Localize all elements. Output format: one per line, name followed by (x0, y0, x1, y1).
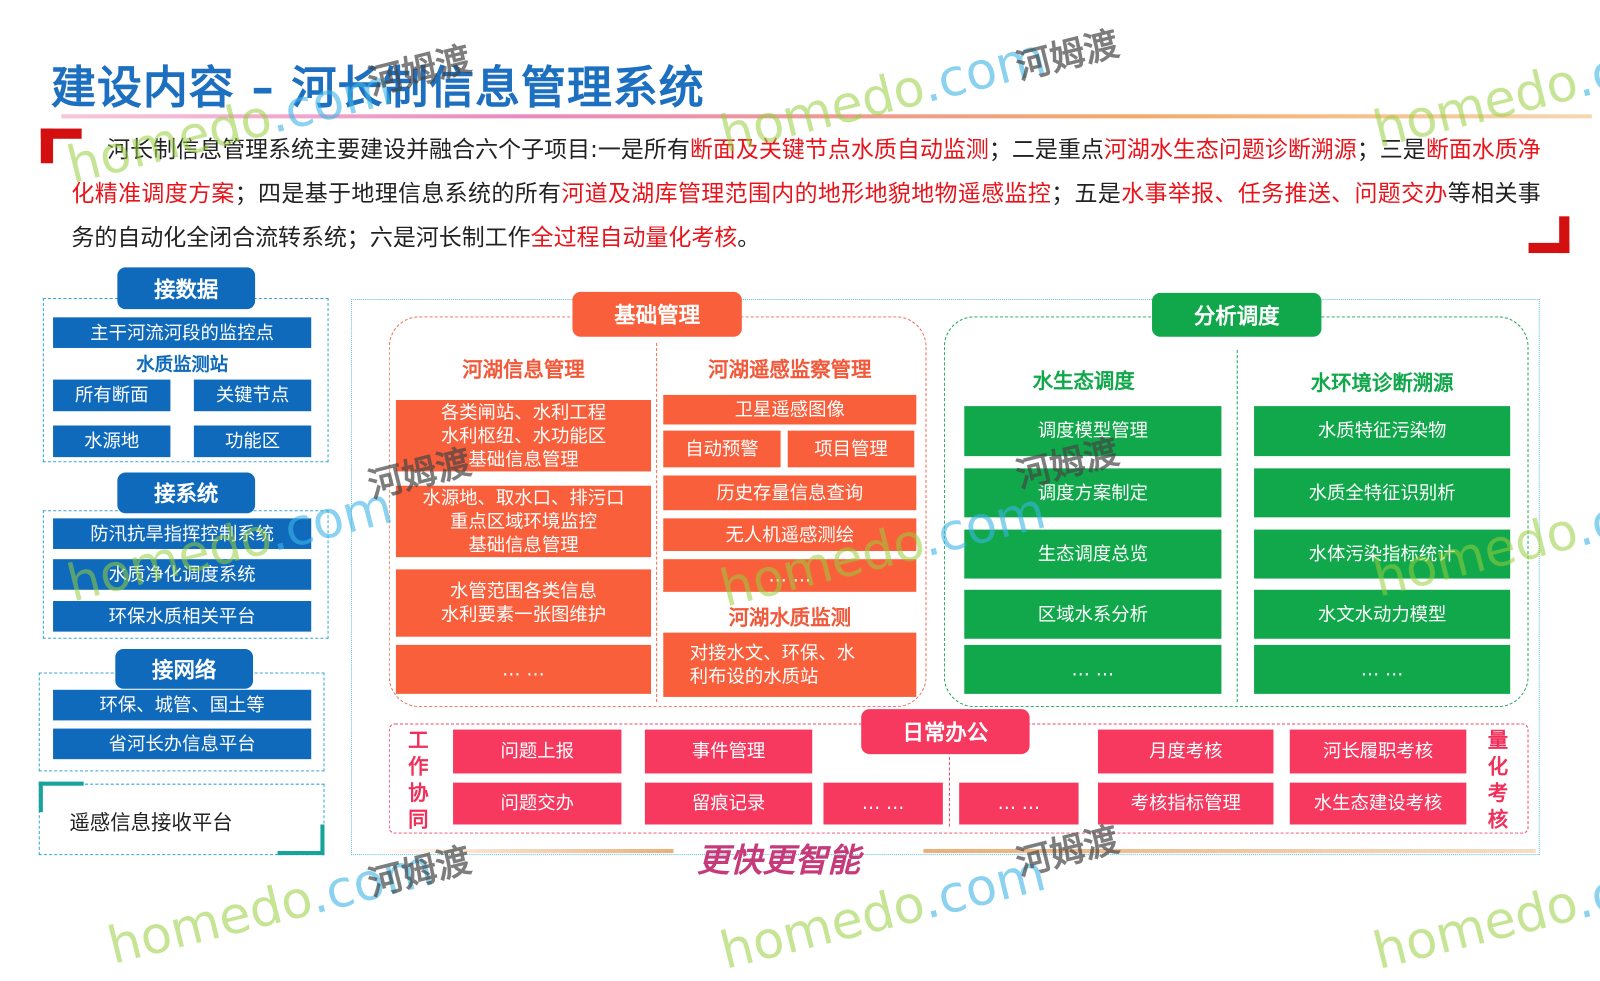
remote-item: 自动预警 (663, 430, 781, 468)
station-label: 水质监测站 (136, 354, 229, 376)
system-group-title: 接系统 (117, 472, 256, 514)
info-item: 各类闸站、水利工程 水利枢纽、水功能区 基础信息管理 (395, 399, 652, 472)
highlighted-text: 水事举报、任务推送、问题交办 (1121, 180, 1448, 208)
remote-item: 无人机遥感测绘 (663, 518, 917, 552)
watermark-text: homedo (102, 868, 318, 976)
quality-item: 对接水文、环保、水 利布设的水质站 (663, 632, 917, 697)
eco-item: 调度模型管理 (964, 406, 1222, 457)
body-text: ；二是重点 (988, 136, 1104, 164)
remote-receive-frame (38, 783, 325, 856)
office-item: 留痕记录 (644, 782, 813, 825)
eco-item: … … (964, 644, 1222, 694)
eco-column-title: 水生态调度 (1032, 368, 1135, 393)
watermark: homedo.com (1367, 843, 1600, 981)
system-item: 防汛抗旱指挥控制系统 (53, 518, 312, 549)
analysis-panel-title: 分析调度 (1152, 292, 1322, 337)
info-column-title: 河湖信息管理 (462, 357, 585, 382)
slogan-line-right (923, 848, 1536, 854)
station-item: 功能区 (193, 425, 312, 458)
env-item: … … (1254, 644, 1511, 694)
station-item: 关键节点 (193, 379, 312, 412)
office-item: 考核指标管理 (1097, 782, 1274, 825)
page-title: 建设内容 – 河长制信息管理系统 (51, 62, 705, 115)
watermark-text: .com (1568, 843, 1600, 931)
info-item: 水源地、取水口、排污口 重点区域环境监控 基础信息管理 (395, 485, 652, 558)
body-text: 。 (737, 224, 761, 252)
info-item-more: … … (395, 644, 652, 694)
frame-corner (277, 824, 325, 856)
remote-receive-platform: 遥感信息接收平台 (69, 810, 233, 835)
info-item: 水管范围各类信息 水利要素一张图维护 (395, 569, 652, 637)
collaboration-label: 工作协同 (408, 727, 429, 832)
highlighted-text: 断面及关键节点水质自动监测 (689, 136, 989, 164)
watermark: 河姆渡 (1012, 23, 1124, 89)
highlighted-text: 河道及湖库管理范围内的地形地貌地物遥感监控 (561, 180, 1052, 208)
watermark-text: .com (915, 843, 1052, 931)
office-divider (948, 757, 950, 827)
remote-item-more: … … (663, 559, 917, 592)
body-text: 等相关事务的自动化全闭合流转系统；六是河长制工作 (71, 180, 1541, 252)
watermark-text: .com (1568, 21, 1600, 110)
body-text: ；四是基于地理信息系统的所有 (234, 180, 562, 208)
column-divider (656, 342, 658, 703)
station-item: 所有断面 (53, 379, 171, 412)
office-panel-title: 日常办公 (861, 709, 1030, 755)
office-item: … … (823, 782, 943, 825)
eco-item: 区域水系分析 (964, 589, 1222, 639)
office-item: 问题交办 (453, 782, 622, 825)
slogan-line-left (367, 848, 674, 854)
title-divider (61, 114, 1592, 119)
eco-item: 调度方案制定 (964, 468, 1222, 518)
network-item: 省河长办信息平台 (53, 728, 312, 760)
remote-item: 项目管理 (787, 430, 915, 468)
env-column-title: 水环境诊断溯源 (1310, 370, 1454, 395)
env-item: 水质全特征识别析 (1254, 468, 1511, 518)
remote-column-title: 河湖遥感监察管理 (708, 357, 872, 382)
corner-bracket-bottom-right (1528, 216, 1570, 254)
quality-column-title: 河湖水质监测 (728, 605, 852, 630)
data-group-title: 接数据 (117, 267, 256, 310)
network-group-title: 接网络 (115, 648, 254, 689)
office-item: 事件管理 (644, 729, 813, 774)
eco-item: 生态调度总览 (964, 529, 1222, 579)
network-item: 环保、城管、国土等 (53, 689, 312, 721)
system-outer-frame (351, 298, 1540, 856)
body-text: ；三是 (1356, 136, 1426, 164)
office-item: 河长履职考核 (1289, 729, 1467, 774)
office-item: 问题上报 (453, 729, 622, 774)
highlighted-text: 断面水质净化精准调度方案 (71, 136, 1541, 208)
body-text: 河长制信息管理系统主要建设并融合六个子项目:一是所有 (107, 136, 690, 164)
frame-corner (38, 781, 84, 813)
assessment-label: 量化考核 (1487, 727, 1509, 832)
corner-bracket-top-left (40, 128, 82, 164)
env-item: 水质特征污染物 (1254, 406, 1511, 457)
mainstream-monitor-box: 主干河流河段的监控点 (53, 317, 312, 348)
highlighted-text: 全过程自动量化考核 (530, 224, 738, 252)
env-item: 水文水动力模型 (1254, 589, 1511, 639)
basic-panel-title: 基础管理 (572, 291, 742, 337)
highlighted-text: 河湖水生态问题诊断溯源 (1103, 136, 1357, 164)
env-item: 水体污染指标统计 (1254, 529, 1511, 579)
watermark-text: homedo (714, 873, 930, 981)
remote-item: 历史存量信息查询 (663, 475, 917, 511)
system-item: 水质净化调度系统 (53, 559, 312, 590)
office-item: … … (959, 782, 1079, 825)
watermark: homedo.com (102, 838, 439, 976)
system-item: 环保水质相关平台 (53, 601, 312, 632)
remote-item: 卫星遥感图像 (663, 394, 917, 425)
office-item: 月度考核 (1097, 729, 1274, 774)
slogan: 更快更智能 (696, 840, 861, 880)
watermark-text: .com (1568, 470, 1600, 559)
column-divider (1236, 349, 1238, 703)
watermark-text: .com (915, 26, 1052, 115)
station-item: 水源地 (53, 425, 171, 458)
body-text: ；五是 (1051, 180, 1122, 208)
watermark-text: homedo (1367, 873, 1583, 981)
intro-paragraph: 河长制信息管理系统主要建设并融合六个子项目:一是所有断面及关键节点水质自动监测；… (71, 129, 1540, 261)
office-item: 水生态建设考核 (1289, 782, 1467, 825)
